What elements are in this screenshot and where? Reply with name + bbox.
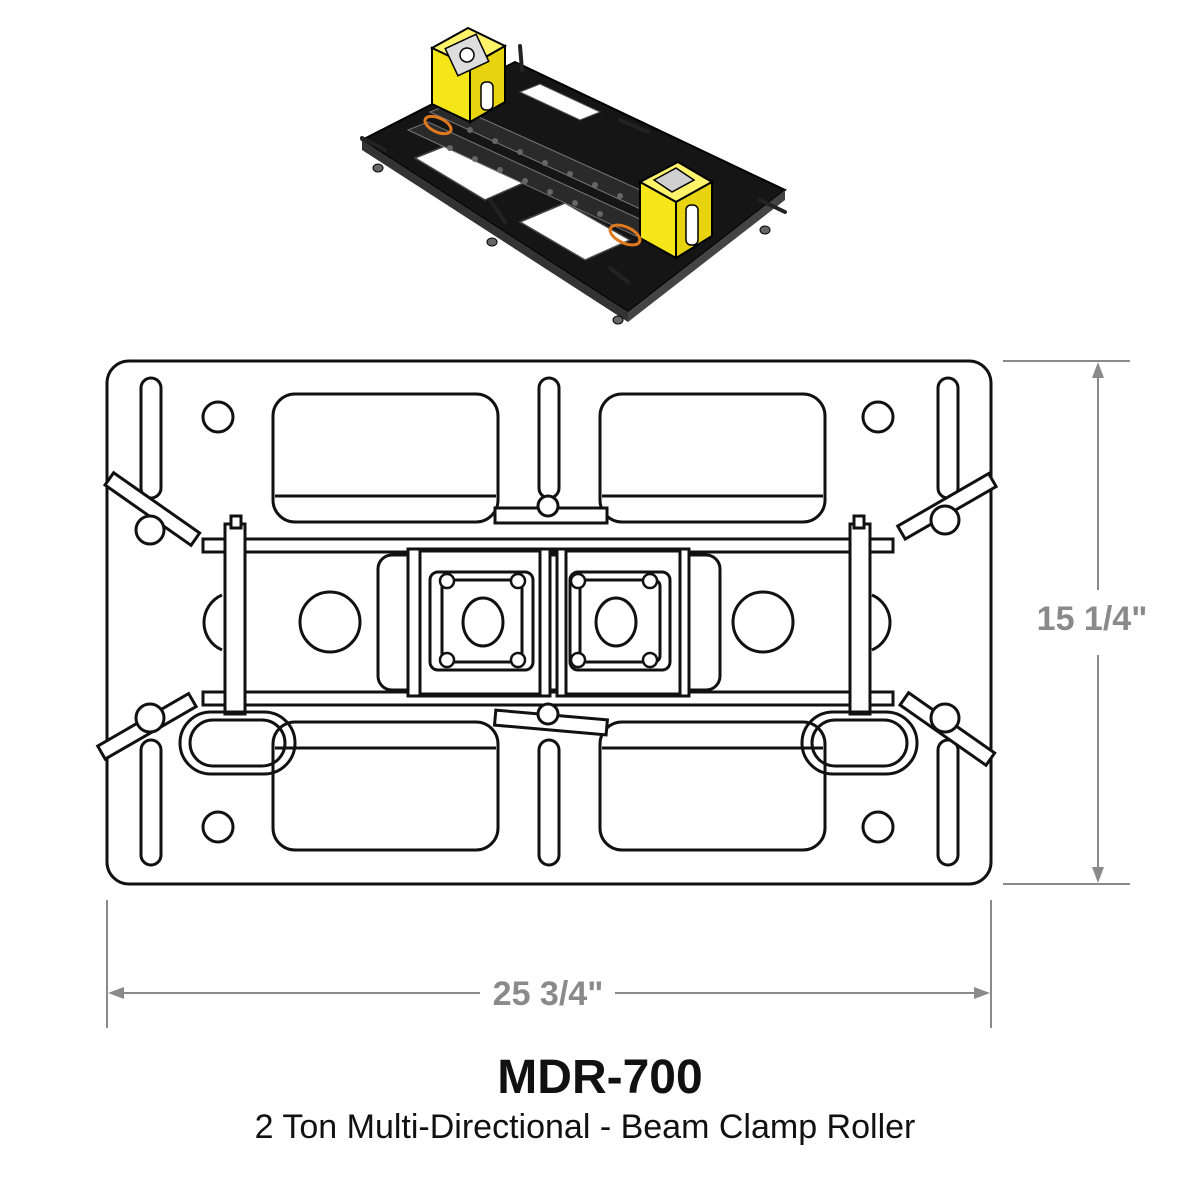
clamp-bars: [492, 494, 610, 737]
block-bolts: [438, 572, 659, 669]
oval-pins: [178, 710, 919, 776]
plate-cutouts: [271, 392, 827, 852]
top-view-drawing: [95, 359, 999, 886]
clamp-handles: [95, 470, 999, 768]
isometric-render: [359, 26, 787, 325]
iso-base-edge: [362, 140, 628, 322]
beam-rails: [201, 514, 895, 716]
base-plate-outline: [105, 359, 993, 886]
height-dimension-label: 15 1/4": [1037, 600, 1148, 638]
roller-blocks: [376, 547, 722, 698]
iso-pin-left: [423, 114, 453, 136]
iso-cutout-right: [518, 202, 632, 261]
width-dimension-label: 25 3/4": [493, 975, 604, 1013]
product-description: 2 Ton Multi-Directional - Beam Clamp Rol…: [254, 1108, 916, 1146]
product-model-title: MDR-700: [497, 1051, 703, 1104]
dimension-lines: [106, 360, 1130, 1028]
iso-yellow-block-left: [429, 26, 508, 124]
iso-pin-right: [608, 223, 642, 247]
iso-yellow-block-right: [637, 160, 715, 260]
center-holes: [202, 590, 892, 654]
plate-corner-holes: [201, 400, 895, 844]
